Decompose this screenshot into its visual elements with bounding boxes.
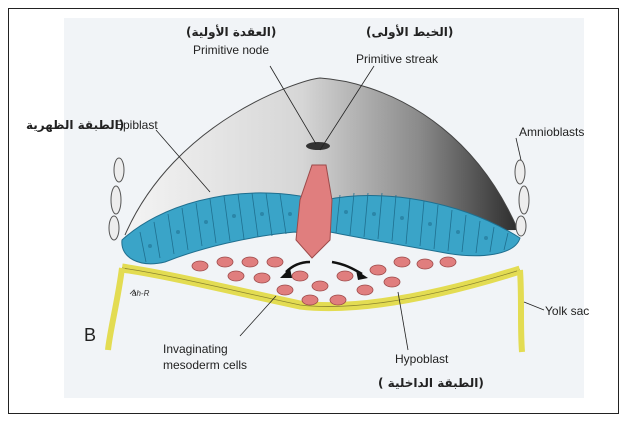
artist-signature: ah-R xyxy=(132,287,149,301)
primitive-streak-label: Primitive streak xyxy=(356,52,438,66)
epiblast-arabic-label: (الطبقة الظهرية xyxy=(26,118,124,132)
primitive-node-label: Primitive node xyxy=(193,43,269,57)
primitive-node-arabic-label: (العقدة الأولية) xyxy=(186,25,276,39)
yolk-sac-left xyxy=(108,268,122,350)
hypoblast-label: Hypoblast xyxy=(395,352,448,366)
primitive-node-shape xyxy=(306,142,330,150)
hypoblast-arabic-label: (الطبقة الداخلية ) xyxy=(378,376,484,390)
amnioblasts-label: Amnioblasts xyxy=(519,125,584,139)
epiblast-label: Epiblast xyxy=(115,118,158,132)
invaginating-label-line2: mesoderm cells xyxy=(163,358,247,372)
yolk-sac-label: Yolk sac xyxy=(545,304,589,318)
yolk-sac-right xyxy=(520,270,522,352)
invaginating-label-line1: Invaginating xyxy=(163,342,228,356)
panel-letter: B xyxy=(84,328,96,342)
primitive-streak-arabic-label: (الخيط الأولى) xyxy=(366,25,453,39)
